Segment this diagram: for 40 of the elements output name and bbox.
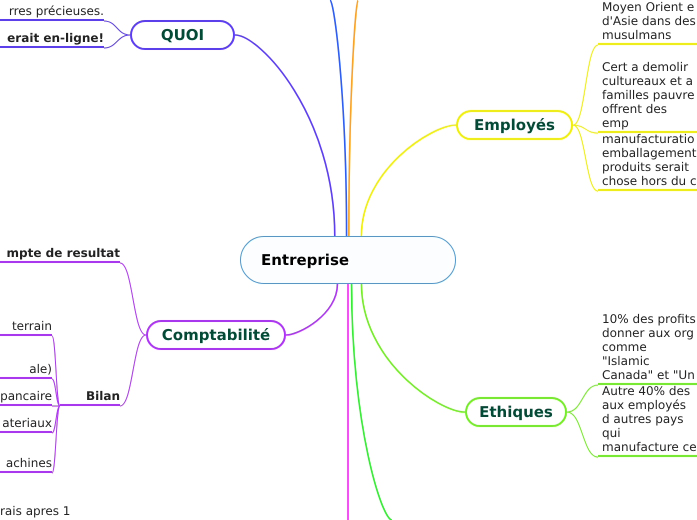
note-text: rais apres 1 bbox=[0, 504, 70, 518]
connector-line bbox=[120, 334, 146, 406]
connector-line bbox=[360, 284, 466, 413]
connector-line bbox=[286, 284, 338, 336]
subtopic-text: ale) bbox=[0, 362, 52, 379]
connector-line bbox=[104, 34, 130, 48]
connector-line bbox=[329, 0, 348, 236]
branch-topic: QUOI bbox=[130, 20, 235, 50]
connector-line bbox=[572, 124, 598, 192]
connector-line bbox=[572, 44, 598, 126]
subtopic-text: erait en-ligne! bbox=[0, 31, 104, 48]
connector-line bbox=[347, 284, 349, 520]
subtopic-text: achines bbox=[0, 456, 52, 473]
subtopic-text: Bilan bbox=[60, 389, 120, 406]
central-topic: Entreprise bbox=[240, 236, 456, 284]
connector-line bbox=[52, 406, 60, 474]
subtopic-text: ateriaux bbox=[0, 416, 52, 433]
connector-line bbox=[120, 262, 146, 336]
connector-line bbox=[234, 34, 336, 236]
connector-line bbox=[348, 0, 359, 236]
branch-topic: Ethiques bbox=[465, 397, 567, 427]
connector-line bbox=[52, 336, 60, 406]
subtopic-text: Moyen Orient e d'Asie dans des musulmans bbox=[598, 0, 697, 45]
connector-line bbox=[572, 124, 598, 134]
connector-line bbox=[52, 406, 60, 434]
subtopic-text: mpte de resultat bbox=[0, 246, 120, 263]
subtopic-text: Autre 40% des aux employés d autres pays qui manufacture ce bbox=[598, 384, 697, 457]
connector-line bbox=[350, 284, 392, 520]
connector-line bbox=[566, 384, 598, 412]
branch-topic: Comptabilité bbox=[146, 320, 286, 350]
subtopic-text: 10% des profits donner aux org comme "Islamic Canada" et "Un bbox=[598, 312, 697, 385]
connector-line bbox=[52, 378, 60, 406]
branch-topic: Employés bbox=[456, 110, 573, 140]
connector-line bbox=[566, 412, 598, 458]
subtopic-text: rres précieuses. bbox=[0, 4, 104, 21]
subtopic-text: pancaire bbox=[0, 389, 52, 406]
connector-line bbox=[104, 20, 130, 36]
subtopic-text: terrain bbox=[0, 319, 52, 336]
connector-line bbox=[360, 124, 456, 236]
subtopic-text: manufacturatio emballagement produits serait chose hors du c bbox=[598, 132, 697, 191]
